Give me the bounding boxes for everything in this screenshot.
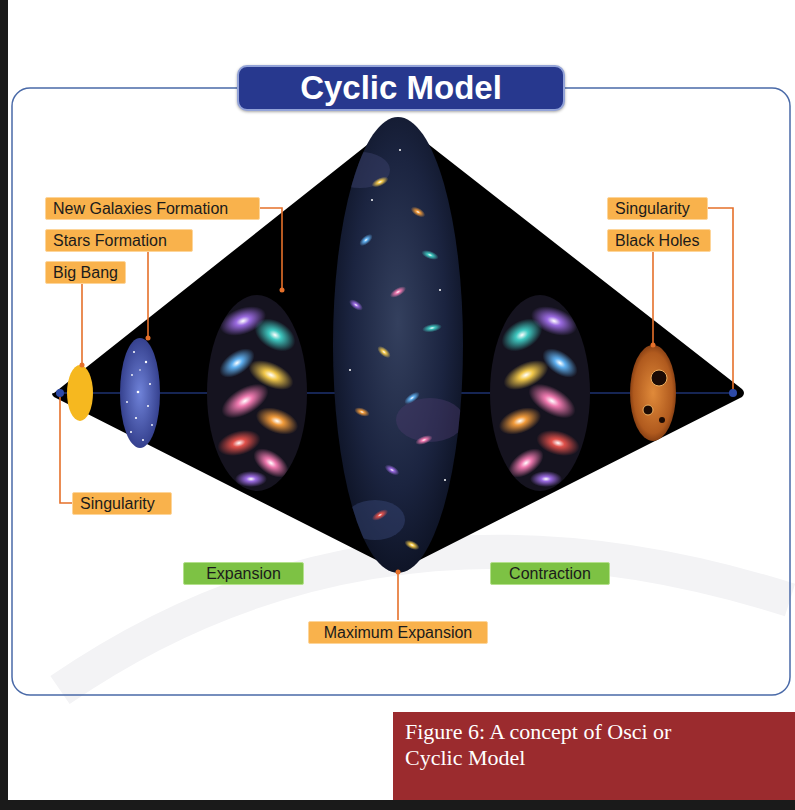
watermark-arc — [60, 552, 790, 690]
label-text: Black Holes — [615, 232, 699, 249]
stars — [126, 351, 153, 441]
illustration-part — [643, 405, 653, 415]
illustration-part — [146, 336, 151, 341]
illustration-part — [399, 149, 401, 151]
stage-label: Big Bang — [45, 261, 126, 284]
stage-label: Singularity — [607, 197, 708, 220]
stage-label: Maximum Expansion — [308, 621, 488, 644]
singularity-dot — [56, 389, 64, 397]
leader-lines — [60, 208, 733, 620]
illustration-part — [349, 369, 351, 371]
label-text: Maximum Expansion — [324, 624, 473, 641]
illustration-part — [353, 406, 371, 419]
illustration-part — [421, 322, 442, 333]
illustration-part — [133, 351, 135, 353]
label-text: Big Bang — [53, 264, 118, 281]
illustration-part — [651, 370, 667, 386]
illustration-part — [139, 369, 141, 371]
illustration-part — [137, 391, 140, 394]
stage-label: Singularity — [72, 492, 172, 515]
singularity-dot — [729, 389, 737, 397]
label-text: Singularity — [615, 200, 690, 217]
illustration-part — [439, 289, 441, 291]
illustration-part — [370, 507, 390, 523]
leader-dots — [80, 288, 656, 575]
illustration-part — [652, 252, 654, 345]
illustration-part — [81, 284, 83, 365]
galaxies — [330, 149, 464, 552]
illustration-part — [149, 383, 151, 385]
illustration-part — [375, 344, 392, 360]
illustration-part — [708, 208, 733, 389]
big-bang-ellipse — [67, 365, 93, 421]
illustration-part — [370, 175, 390, 190]
page-border — [0, 800, 795, 810]
illustration-part — [130, 431, 132, 433]
illustration-part — [402, 390, 421, 407]
title-text: Cyclic Model — [300, 69, 502, 106]
illustration-part — [60, 397, 72, 503]
illustration-part — [147, 252, 149, 338]
illustration-part — [414, 433, 434, 447]
stage-label: Stars Formation — [45, 229, 193, 252]
label-text: Stars Formation — [53, 232, 167, 249]
illustration-part — [126, 401, 128, 403]
illustration-part — [347, 297, 365, 313]
illustration-part — [383, 463, 401, 478]
galaxies-ellipse — [207, 295, 307, 491]
illustration-part — [444, 479, 446, 481]
illustration-part — [403, 538, 421, 552]
illustration-part — [397, 572, 399, 620]
label-text: Singularity — [80, 495, 155, 512]
panel-outline — [12, 88, 790, 695]
illustration-part — [260, 208, 282, 290]
label-text: New Galaxies Formation — [53, 200, 228, 217]
illustration-part — [145, 361, 147, 363]
caption-box: Figure 6: A concept of Osci or Cyclic Mo… — [393, 712, 795, 800]
caption-text: Figure 6: A concept of Osci or Cyclic Mo… — [405, 719, 687, 771]
galaxies-ellipse — [490, 295, 590, 491]
title-pill: Cyclic Model — [237, 65, 565, 111]
stage-label: Black Holes — [607, 229, 711, 252]
illustration-part — [131, 374, 133, 376]
label-text: Expansion — [206, 565, 281, 582]
illustration-part — [388, 284, 408, 300]
label-text: Contraction — [509, 565, 591, 582]
illustration-part — [142, 439, 144, 441]
illustration-part — [345, 500, 405, 540]
illustration-part — [357, 232, 374, 248]
illustration-part — [280, 288, 285, 293]
illustration-part — [80, 363, 85, 368]
black-hole-symbols — [643, 370, 667, 423]
illustration-part — [409, 205, 427, 220]
phase-label: Expansion — [183, 562, 304, 585]
phase-label: Contraction — [490, 562, 610, 585]
black-holes-ellipse — [630, 345, 676, 441]
stage-label: New Galaxies Formation — [45, 197, 260, 220]
stars-ellipse — [120, 338, 160, 448]
illustration-part — [135, 417, 137, 419]
illustration-part — [651, 343, 656, 348]
illustration-part — [396, 570, 401, 575]
page-border — [0, 0, 8, 810]
illustration-part — [371, 199, 373, 201]
illustration-part — [147, 405, 149, 407]
illustration-part — [151, 424, 153, 426]
illustration-part — [420, 248, 440, 262]
illustration-part — [659, 417, 665, 423]
